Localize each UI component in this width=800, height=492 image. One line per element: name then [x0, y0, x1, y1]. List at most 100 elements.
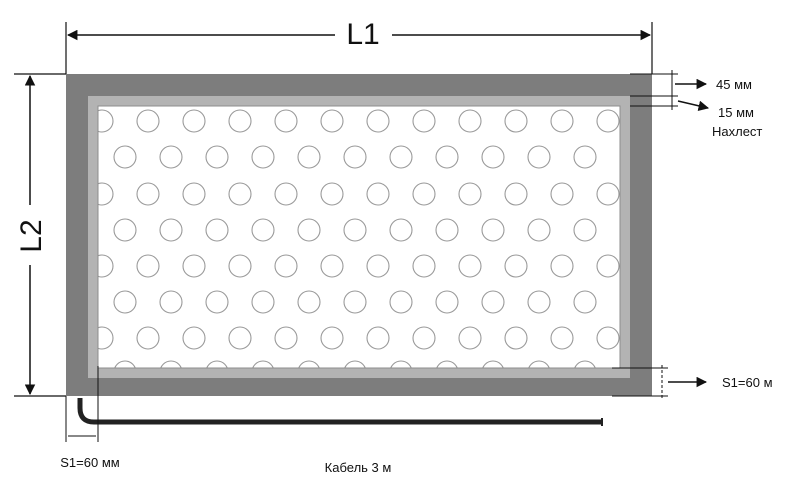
pattern-circle [550, 182, 574, 206]
mat-area [98, 106, 620, 368]
band-label: 45 мм [716, 77, 752, 92]
pattern-circle [573, 218, 597, 242]
pattern-circle [412, 254, 436, 278]
pattern-circle [136, 254, 160, 278]
pattern-circle [482, 360, 504, 368]
pattern-circle [366, 109, 390, 133]
pattern-circle [596, 326, 620, 350]
pattern-circle [366, 254, 390, 278]
pattern-circle [527, 290, 551, 314]
pattern-circle [251, 145, 275, 169]
pattern-circle [436, 360, 458, 368]
pattern-circle [251, 290, 275, 314]
pattern-circle [389, 218, 413, 242]
pattern-circle [182, 254, 206, 278]
pattern-circle [98, 254, 114, 278]
mat-outline [97, 105, 621, 369]
pattern-circle [596, 254, 620, 278]
pattern-circle [343, 145, 367, 169]
pattern-circle [366, 326, 390, 350]
pattern-circle [412, 182, 436, 206]
pattern-circle [458, 326, 482, 350]
pattern-circle [274, 182, 298, 206]
pattern-circle [527, 145, 551, 169]
pattern-circle [435, 218, 459, 242]
overlap-width-label: 15 мм [718, 105, 754, 120]
l1-label: L1 [346, 18, 379, 51]
pattern-circle [136, 109, 160, 133]
pattern-circle [596, 109, 620, 133]
pattern-circle [98, 182, 114, 206]
pattern-circle [527, 218, 551, 242]
cable [77, 398, 602, 425]
pattern-circle [297, 145, 321, 169]
pattern-circle [98, 109, 114, 133]
pattern-circle [159, 290, 183, 314]
pattern-circle [435, 290, 459, 314]
pattern-circle [252, 360, 274, 368]
pattern-circle [160, 360, 182, 368]
l2-label: L2 [15, 219, 48, 252]
s1-label: S1=60 мм [60, 455, 120, 470]
pattern-circle [136, 182, 160, 206]
pattern-circle [504, 254, 528, 278]
pattern-circle [297, 218, 321, 242]
pattern-circle [320, 254, 344, 278]
circle-pattern [98, 109, 620, 368]
pattern-circle [412, 109, 436, 133]
pattern-circle [458, 254, 482, 278]
gap-label: S1=60 м [722, 375, 773, 390]
pattern-circle [343, 290, 367, 314]
pattern-circle [182, 109, 206, 133]
pattern-circle [274, 254, 298, 278]
pattern-circle [182, 182, 206, 206]
pattern-circle [366, 182, 390, 206]
pattern-circle [205, 218, 229, 242]
pattern-circle [389, 290, 413, 314]
pattern-circle [113, 145, 137, 169]
cable-label: Кабель 3 м [325, 460, 392, 475]
pattern-circle [228, 326, 252, 350]
pattern-circle [159, 218, 183, 242]
pattern-circle [550, 109, 574, 133]
pattern-circle [274, 109, 298, 133]
pattern-circle [205, 145, 229, 169]
pattern-circle [113, 290, 137, 314]
pattern-circle [390, 360, 412, 368]
pattern-circle [573, 290, 597, 314]
pattern-circle [504, 109, 528, 133]
pattern-circle [297, 290, 321, 314]
pattern-circle [481, 290, 505, 314]
pattern-circle [596, 182, 620, 206]
pattern-circle [458, 109, 482, 133]
pattern-circle [320, 182, 344, 206]
pattern-circle [136, 326, 160, 350]
pattern-circle [573, 145, 597, 169]
pattern-circle [504, 182, 528, 206]
pattern-circle [298, 360, 320, 368]
overlap-arrow [677, 100, 710, 111]
pattern-circle [205, 290, 229, 314]
pattern-circle [228, 254, 252, 278]
pattern-circle [458, 182, 482, 206]
pattern-circle [206, 360, 228, 368]
pattern-circle [435, 145, 459, 169]
pattern-circle [114, 360, 136, 368]
pattern-circle [159, 145, 183, 169]
pattern-circle [528, 360, 550, 368]
pattern-circle [504, 326, 528, 350]
pattern-circle [251, 218, 275, 242]
pattern-circle [228, 109, 252, 133]
pattern-circle [481, 145, 505, 169]
pattern-circle [550, 254, 574, 278]
pattern-circle [320, 326, 344, 350]
pattern-circle [574, 360, 596, 368]
pattern-circle [481, 218, 505, 242]
pattern-circle [412, 326, 436, 350]
pattern-circle [389, 145, 413, 169]
pattern-circle [550, 326, 574, 350]
pattern-circle [113, 218, 137, 242]
pattern-circle [228, 182, 252, 206]
